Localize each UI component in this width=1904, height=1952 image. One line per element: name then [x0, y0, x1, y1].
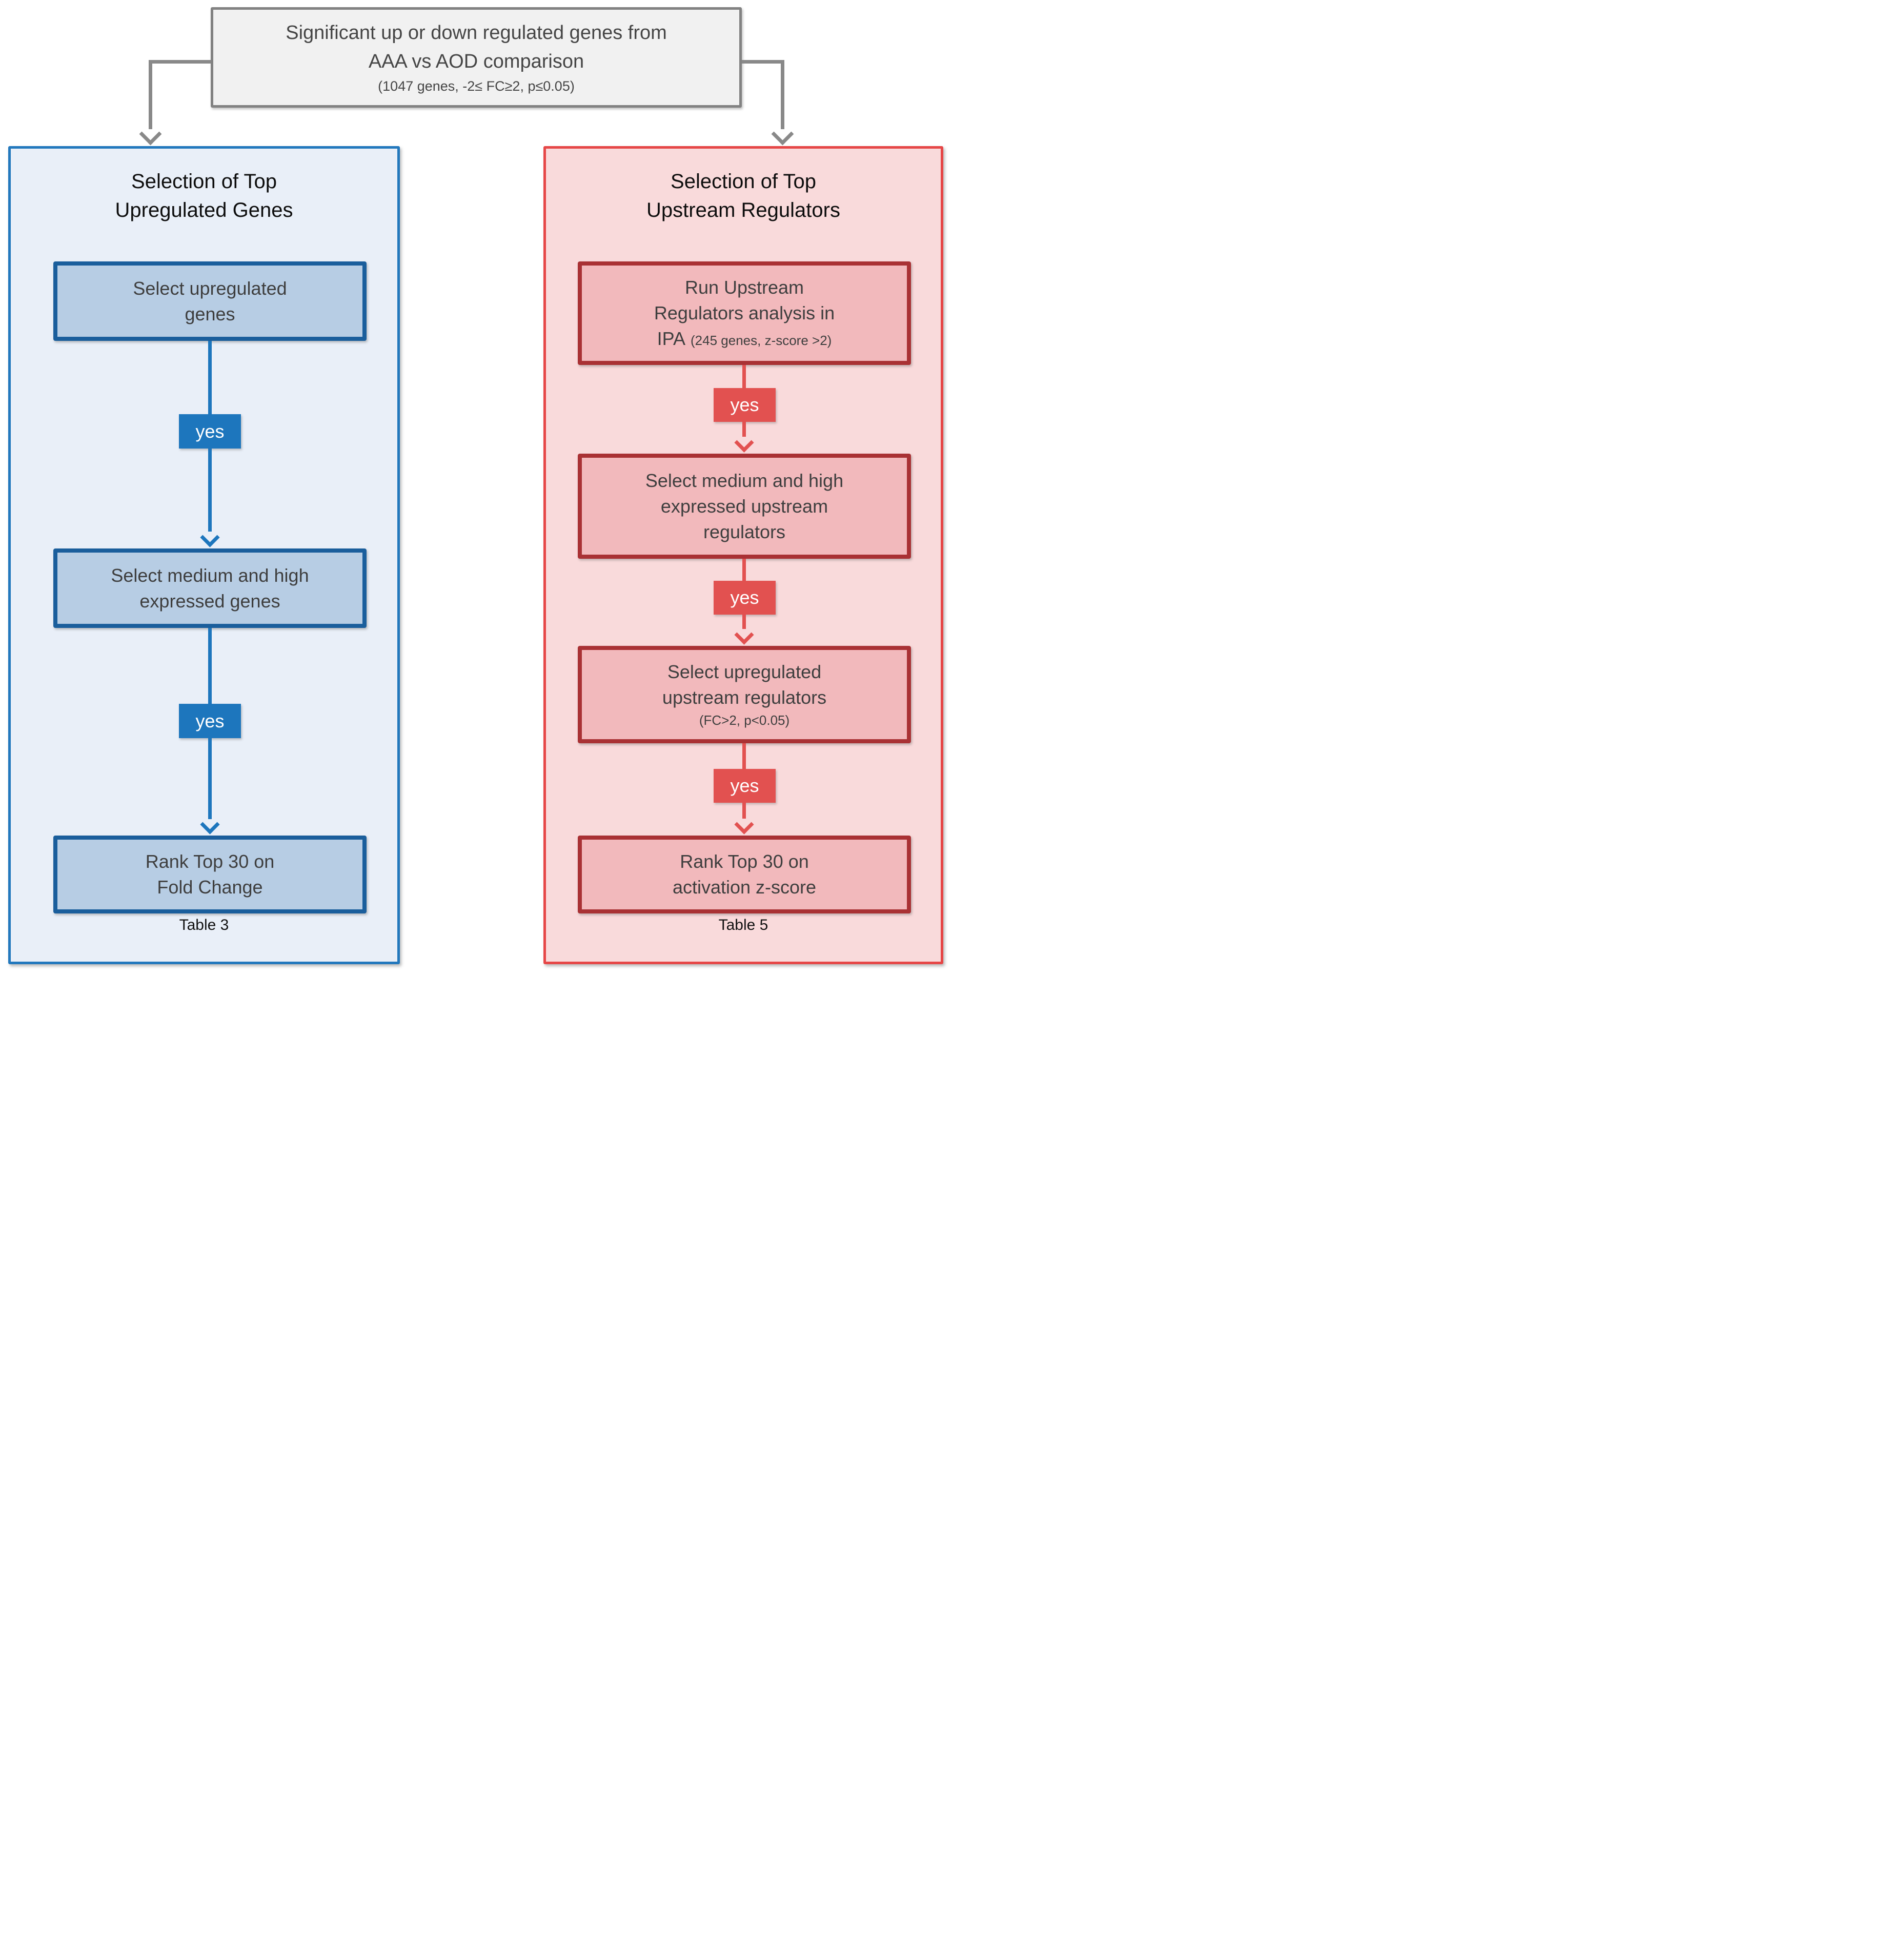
step-text: Fold Change — [157, 877, 263, 898]
step-text: genes — [185, 303, 235, 324]
step-text: Select upregulated — [667, 661, 822, 682]
step-run-upstream-regulators-ipa: Run Upstream Regulators analysis in IPA (… — [578, 261, 911, 365]
step-text: regulators — [703, 521, 786, 542]
left-panel-title-line2: Upregulated Genes — [115, 199, 293, 221]
top-source-box: Significant up or down regulated genes f… — [211, 7, 742, 108]
flow-line — [208, 341, 212, 414]
arrow-down-icon — [771, 123, 794, 146]
yes-badge: yes — [179, 414, 241, 449]
step-criteria-text: (FC>2, p<0.05) — [699, 713, 790, 728]
yes-badge: yes — [179, 704, 241, 738]
step-text: IPA — [657, 328, 686, 349]
top-box-line1: Significant up or down regulated genes f… — [286, 22, 667, 44]
flow-line — [208, 628, 212, 704]
flow-line — [742, 615, 746, 629]
connector-right-vertical — [781, 60, 784, 129]
yes-badge: yes — [714, 581, 776, 615]
yes-badge: yes — [714, 769, 776, 803]
connector-left-vertical — [149, 60, 152, 129]
right-panel-title-line2: Upstream Regulators — [646, 199, 840, 221]
connector-left-horizontal — [149, 60, 211, 64]
step-select-upregulated-genes: Select upregulated genes — [53, 261, 367, 341]
flow-line — [742, 365, 746, 388]
left-table-label: Table 3 — [179, 917, 229, 933]
step-text: Rank Top 30 on — [145, 851, 275, 872]
arrow-down-icon — [139, 123, 162, 146]
top-box-criteria: (1047 genes, -2≤ FC≥2, p≤0.05) — [378, 78, 575, 94]
step-text: activation z-score — [672, 877, 817, 898]
step-text: expressed upstream — [660, 495, 828, 517]
step-select-medium-high-upstream-regulators: Select medium and high expressed upstrea… — [578, 454, 911, 559]
step-text: Select medium and high — [645, 470, 844, 491]
top-box-line2: AAA vs AOD comparison — [368, 51, 584, 72]
left-panel-title-line1: Selection of Top — [131, 170, 277, 193]
yes-badge: yes — [714, 388, 776, 422]
flow-line — [742, 743, 746, 769]
step-text: upstream regulators — [662, 687, 827, 708]
step-select-medium-high-genes: Select medium and high expressed genes — [53, 548, 367, 628]
step-text: Run Upstream — [684, 277, 804, 298]
flow-line — [742, 422, 746, 437]
flowchart-canvas: Significant up or down regulated genes f… — [0, 0, 952, 976]
step-text: Select upregulated — [133, 277, 287, 299]
connector-right-horizontal — [742, 60, 784, 64]
step-rank-top30-fold-change: Rank Top 30 on Fold Change — [53, 836, 367, 913]
flow-line — [208, 738, 212, 819]
right-table-label: Table 5 — [718, 917, 768, 933]
right-panel-title: Selection of Top Upstream Regulators — [546, 167, 941, 225]
flow-line — [742, 559, 746, 581]
left-panel-title: Selection of Top Upregulated Genes — [11, 167, 397, 225]
step-text: Rank Top 30 on — [680, 851, 809, 872]
step-criteria-text: (245 genes, z-score >2) — [691, 333, 832, 348]
flow-line — [208, 449, 212, 532]
right-panel-title-line1: Selection of Top — [671, 170, 816, 193]
step-rank-top30-activation-zscore: Rank Top 30 on activation z-score — [578, 836, 911, 913]
step-text: Select medium and high — [111, 564, 309, 586]
step-text: Regulators analysis in — [654, 302, 835, 323]
flow-line — [742, 803, 746, 819]
step-text: expressed genes — [139, 590, 280, 612]
step-select-upregulated-upstream-regulators: Select upregulated upstream regulators (… — [578, 646, 911, 743]
